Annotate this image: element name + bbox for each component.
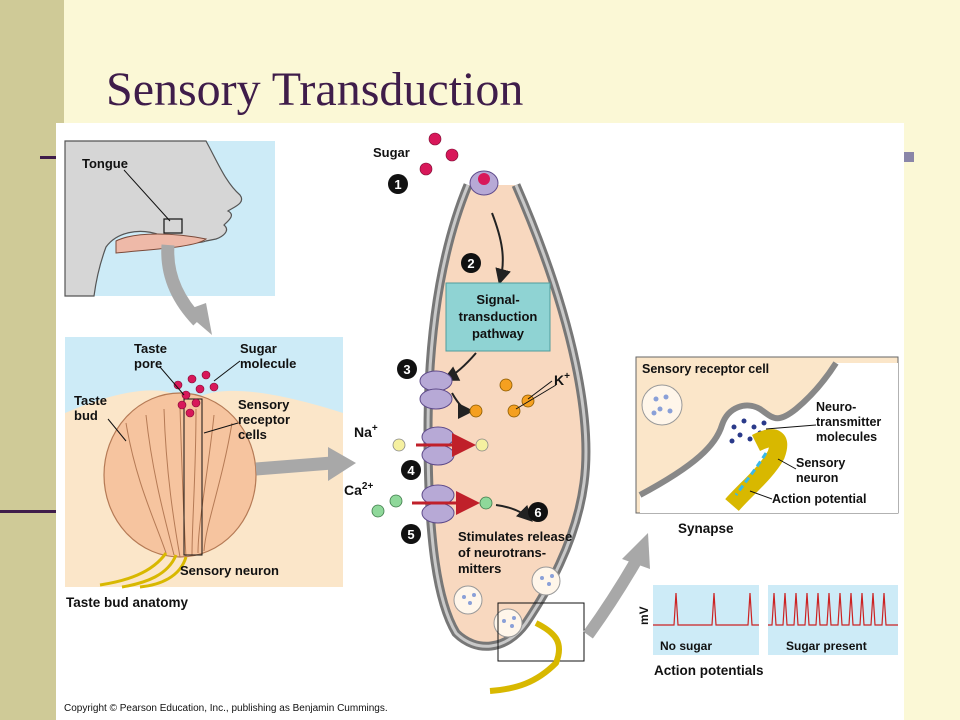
tongue-label: Tongue xyxy=(82,156,128,171)
step-3-label: 3 xyxy=(403,362,410,377)
zoom-arrow-2 xyxy=(255,456,333,476)
head-profile xyxy=(64,140,243,297)
sugar-label: Sugar xyxy=(373,145,410,160)
tongue-zoom-box xyxy=(163,218,183,234)
step-6-marker xyxy=(528,502,548,522)
inset-action-potential-label: Action potential xyxy=(772,492,866,506)
sugar-molecule-leader xyxy=(213,360,241,382)
ca-ion-outside-1 xyxy=(371,504,385,518)
synapse-label: Synapse xyxy=(678,521,734,536)
na-ion-inside xyxy=(475,438,489,452)
taste-bud-leader xyxy=(107,418,127,442)
inset-title: Sensory receptor cell xyxy=(642,362,769,376)
step-1-marker xyxy=(388,174,408,194)
step-6-label: 6 xyxy=(534,505,541,520)
sugar-present-trace xyxy=(768,592,898,626)
inset-action-potential-leader xyxy=(749,490,773,500)
step-markers: 1 2 3 4 5 6 xyxy=(388,174,548,544)
title-rule-right xyxy=(904,152,914,162)
taste-pore-leader xyxy=(159,366,185,396)
neurotransmitter-leader xyxy=(765,424,817,430)
mv-axis-label: mV xyxy=(637,606,651,625)
copyright-notice: Copyright © Pearson Education, Inc., pub… xyxy=(64,703,388,714)
sensory-neuron-fibers xyxy=(99,552,188,589)
no-sugar-label: No sugar xyxy=(660,639,712,653)
action-potentials-caption: Action potentials xyxy=(654,663,764,678)
step-5-label: 5 xyxy=(407,527,414,542)
zoom-arrow-2-head xyxy=(328,447,356,481)
receptor-cell-membrane xyxy=(426,184,588,648)
sugar-present-label: Sugar present xyxy=(786,639,867,653)
zoom-arrow-3 xyxy=(583,557,642,639)
receptor-cell-body xyxy=(423,183,591,651)
ca-ion-inside xyxy=(479,496,493,510)
sugar-molecules-top xyxy=(419,132,459,176)
na-ion-label: Na+ xyxy=(354,423,378,440)
vesicle-contents xyxy=(462,574,554,628)
receptor-cell-wall xyxy=(638,361,839,498)
signal-pathway-box xyxy=(445,282,551,352)
ca-ion-label: Ca2+ xyxy=(344,481,373,498)
inset-neuron-leader xyxy=(777,458,797,470)
inset-vesicle-contents xyxy=(651,394,673,416)
inset-vesicle xyxy=(641,384,683,426)
step-3-marker xyxy=(397,359,417,379)
k-leader-1 xyxy=(527,380,553,400)
k-ion-label: K+ xyxy=(554,371,570,388)
zoom-arrow-3-head xyxy=(622,533,650,569)
step-5-marker xyxy=(401,524,421,544)
tongue-shape xyxy=(115,233,208,254)
zoom-arrow-1-head xyxy=(184,303,212,335)
step-4-marker xyxy=(401,460,421,480)
action-potential-panel: mV No sugar Sugar present Action potenti… xyxy=(637,585,898,678)
k-efflux-arrow xyxy=(451,392,474,419)
k-leader-2 xyxy=(515,384,557,410)
vesicles xyxy=(453,566,561,638)
inset-sensory-neuron xyxy=(725,429,788,512)
sugar-present-trace-bg xyxy=(768,585,898,655)
afferent-neuron xyxy=(489,620,563,694)
tongue-leader xyxy=(123,169,171,222)
head-panel: Tongue xyxy=(64,140,275,335)
sidebar-rule xyxy=(0,510,58,513)
ca-ion-outside-2 xyxy=(389,494,403,508)
bound-sugar xyxy=(478,173,490,185)
title-rule-left xyxy=(40,156,60,159)
sensory-neuron-label: Sensory neuron xyxy=(180,563,279,578)
sidebar-band xyxy=(0,0,64,720)
sugar-molecules-bud xyxy=(173,370,219,418)
step-2-arrow xyxy=(491,212,511,285)
taste-bud-zoom-box xyxy=(183,398,203,556)
step-1-label: 1 xyxy=(394,177,401,192)
slide-title: Sensory Transduction xyxy=(106,63,524,116)
na-channel xyxy=(421,426,455,466)
receptor-cells xyxy=(125,406,233,558)
taste-bud-anatomy-caption: Taste bud anatomy xyxy=(66,595,189,610)
no-sugar-trace xyxy=(653,592,759,626)
step-2-marker xyxy=(461,253,481,273)
k-channel xyxy=(419,370,453,410)
step-4-label: 4 xyxy=(407,463,415,478)
inset-action-potential xyxy=(734,452,768,496)
no-sugar-trace-bg xyxy=(653,585,759,655)
na-ion-outside xyxy=(392,438,406,452)
step-6-arrow xyxy=(495,504,533,522)
receptor-cells-leader xyxy=(203,422,239,434)
step-2-label: 2 xyxy=(467,256,474,271)
